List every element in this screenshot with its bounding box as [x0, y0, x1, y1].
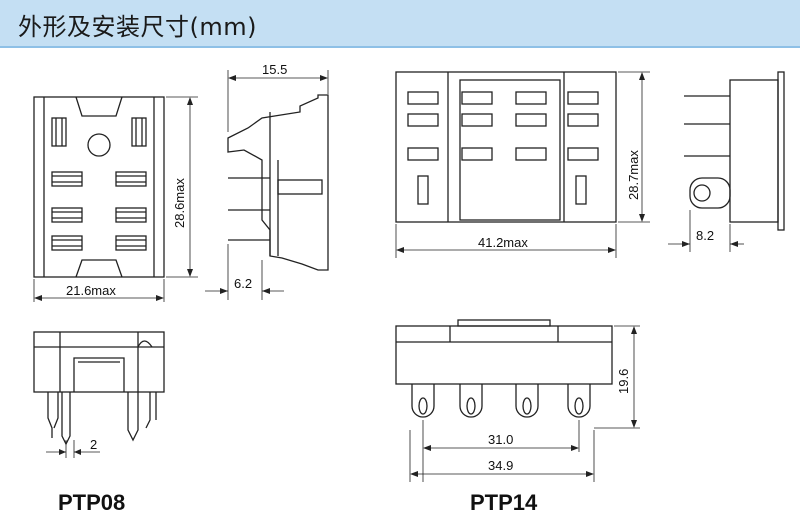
page-title: 外形及安装尺寸(mm)	[18, 13, 257, 41]
ptp14-pitch-outer-dim: 34.9	[488, 458, 513, 473]
ptp14-pin-offset-dim: 8.2	[696, 228, 714, 243]
ptp08-pin-offset-dim: 6.2	[234, 276, 252, 291]
ptp08-pin-pitch-dim: 2	[90, 437, 97, 452]
ptp08-label: PTP08	[58, 490, 125, 515]
ptp14-width-dim: 41.2max	[478, 235, 528, 250]
ptp08-depth-dim: 15.5	[262, 62, 287, 77]
ptp14-top-view	[395, 71, 650, 258]
ptp08-width-dim: 21.6max	[66, 283, 116, 298]
ptp14-pitch-inner-dim: 31.0	[488, 432, 513, 447]
ptp08-side-view	[205, 70, 329, 300]
ptp08-front-view	[33, 331, 165, 458]
ptp14-front-view	[395, 319, 640, 482]
ptp08-height-dim: 28.6max	[172, 178, 187, 228]
page-header: 外形及安装尺寸(mm)	[0, 0, 800, 48]
ptp14-height-dim: 28.7max	[626, 150, 641, 200]
ptp14-side-height-dim: 19.6	[616, 369, 631, 394]
ptp14-side-view	[668, 71, 785, 252]
ptp08-top-view	[33, 96, 198, 302]
ptp14-label: PTP14	[470, 490, 538, 515]
